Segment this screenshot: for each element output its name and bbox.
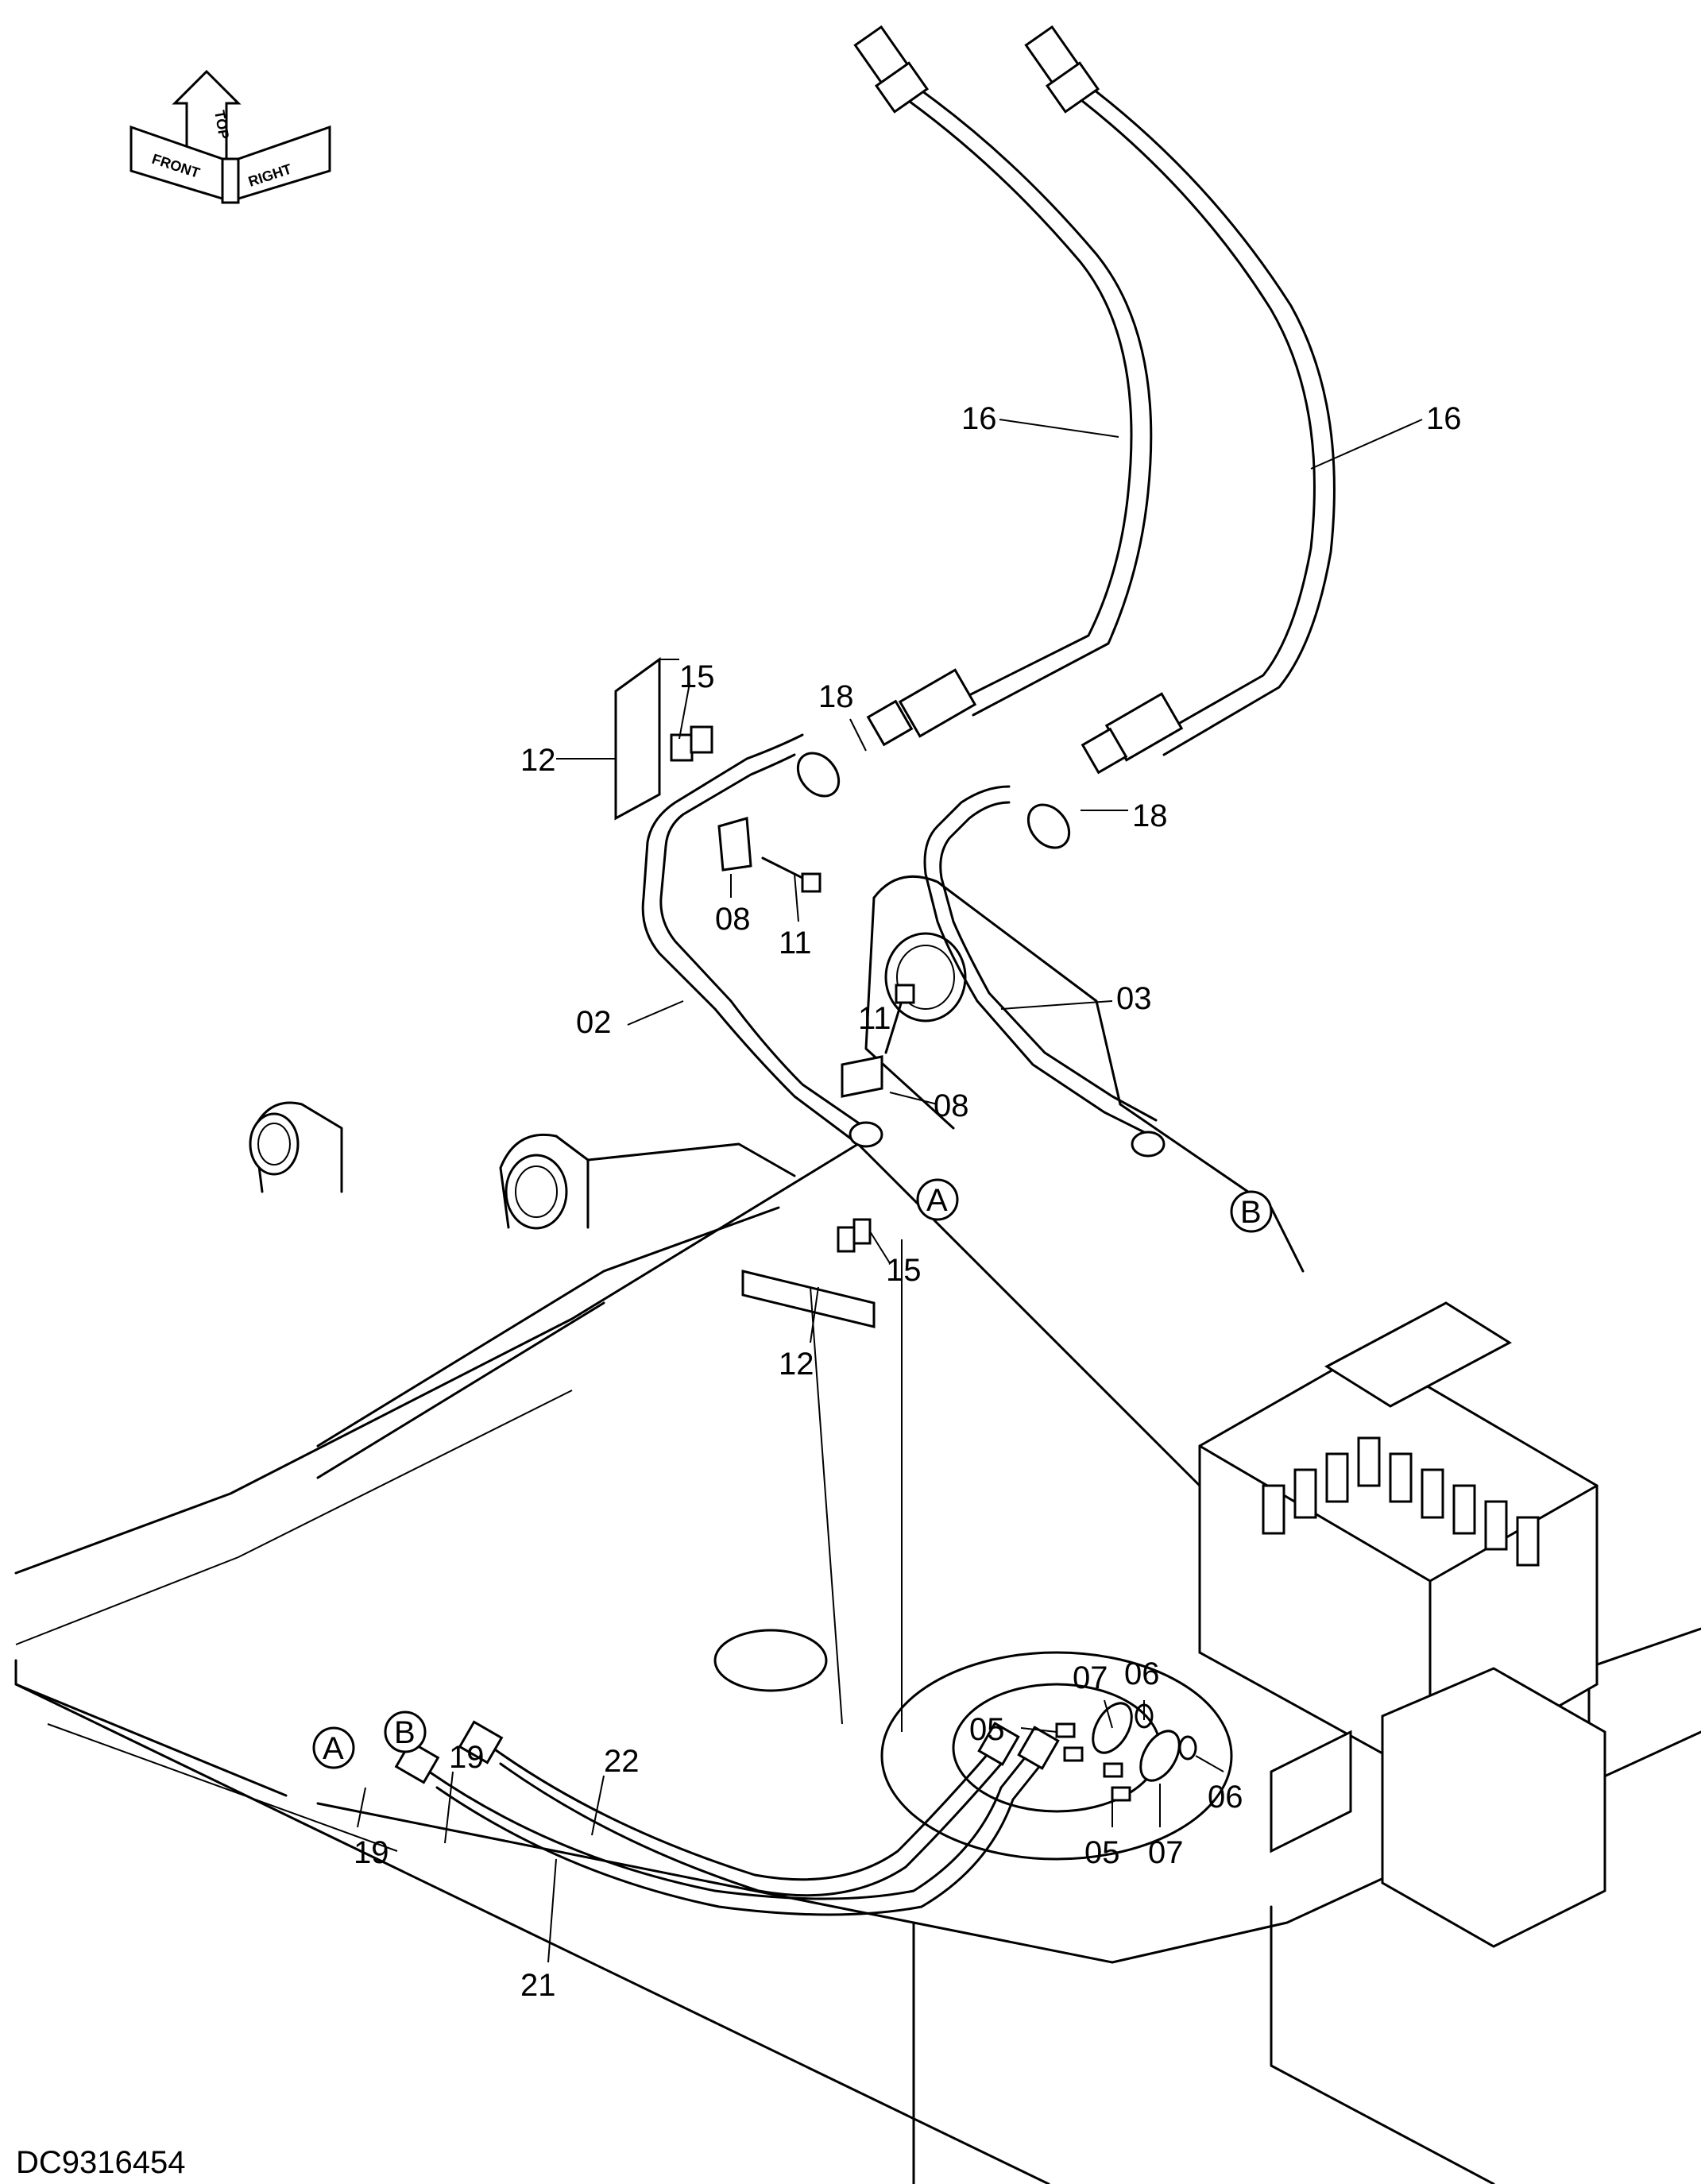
callout-22: 22 — [604, 1744, 640, 1779]
callout-labels: 16 16 15 12 18 18 08 11 02 03 11 08 15 1… — [354, 401, 1462, 2003]
connector-b-bottom: B — [394, 1715, 416, 1750]
callout-07-lower: 07 — [1148, 1835, 1184, 1870]
callout-18-left: 18 — [818, 679, 854, 714]
callout-03: 03 — [1116, 981, 1152, 1016]
callout-16-left: 16 — [961, 401, 997, 436]
clamps-bolts — [717, 817, 915, 1328]
callout-08-lower: 08 — [934, 1088, 969, 1123]
callout-18-right: 18 — [1132, 798, 1168, 833]
callout-05-lower: 05 — [1084, 1835, 1120, 1870]
callout-02: 02 — [576, 1005, 612, 1040]
orientation-indicator: FRONT TOP RIGHT — [130, 69, 331, 204]
pipe-02 — [641, 733, 883, 1148]
hose-16-right — [1024, 25, 1336, 775]
bracket-12-upper — [614, 657, 713, 821]
callout-12-lower: 12 — [779, 1347, 814, 1382]
control-valve — [1198, 1301, 1606, 1948]
leader-lines — [357, 419, 1423, 1963]
boom-bracket — [249, 1101, 796, 1479]
connector-a-top: A — [926, 1183, 948, 1218]
flanges-lower — [1055, 1702, 1197, 1802]
callout-05-upper: 05 — [969, 1712, 1005, 1747]
callout-06-upper: 06 — [1124, 1656, 1160, 1691]
callout-15-upper: 15 — [679, 659, 715, 694]
connector-a-bottom: A — [323, 1731, 344, 1766]
callout-08-upper: 08 — [715, 902, 751, 937]
callout-21: 21 — [520, 1968, 556, 2003]
pipe-03 — [923, 785, 1166, 1158]
drawing-code: DC9316454 — [16, 2145, 186, 2180]
callout-12-upper: 12 — [520, 743, 556, 778]
callout-11-lower: 11 — [858, 1001, 891, 1036]
callout-19-lower: 19 — [354, 1835, 389, 1870]
callout-16-right: 16 — [1426, 401, 1462, 436]
callout-15-lower: 15 — [886, 1253, 922, 1288]
callout-07-upper: 07 — [1073, 1660, 1108, 1695]
connector-markers: A B A B — [312, 1178, 1273, 1769]
valve-spools — [1262, 1436, 1540, 1567]
connector-b-top: B — [1240, 1195, 1262, 1230]
callout-11-upper: 11 — [779, 926, 812, 961]
callout-19-upper: 19 — [449, 1740, 485, 1775]
callout-06-lower: 06 — [1208, 1780, 1243, 1815]
hoses-21-22 — [394, 1720, 1060, 1916]
hose-16-left — [853, 25, 1153, 747]
